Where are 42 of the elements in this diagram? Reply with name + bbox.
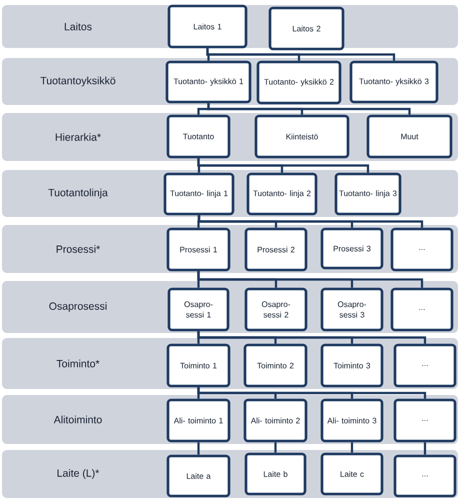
hierarchy-box: Laite b	[244, 452, 306, 496]
hierarchy-box: Osapro- sessi 2	[244, 288, 308, 332]
connector-line	[197, 442, 200, 455]
hierarchy-box: Toiminto 1	[166, 344, 230, 388]
connector-line	[197, 271, 424, 288]
connector-line	[207, 103, 411, 115]
hierarchy-box: Laite a	[166, 454, 230, 498]
hierarchy-box: Ali- toiminto 2	[244, 398, 308, 442]
connector-line	[198, 215, 424, 228]
connector-line	[350, 442, 354, 453]
hierarchy-box: ...	[394, 454, 456, 498]
hierarchy-box: Tuotanto- yksikkö 2	[256, 60, 342, 104]
connector-line	[197, 387, 426, 399]
connector-line	[197, 331, 426, 344]
hierarchy-box: Prosessi 1	[166, 228, 230, 272]
hierarchy-box: ...	[390, 288, 454, 332]
connector-line	[206, 48, 396, 61]
hierarchy-box: Laitos 2	[268, 6, 344, 50]
hierarchy-box: Ali- toiminto 3	[320, 398, 384, 442]
connector-line	[197, 158, 370, 173]
hierarchy-box: Tuotanto- linja 1	[164, 172, 234, 216]
hierarchy-box: ...	[394, 344, 456, 388]
hierarchy-box: Ali- toiminto 1	[166, 398, 230, 442]
hierarchy-box: ...	[394, 398, 456, 442]
hierarchy-box: Tuotanto	[166, 114, 230, 158]
hierarchy-box: Prosessi 3	[320, 228, 384, 270]
connector-line	[274, 442, 277, 453]
hierarchy-box: Laitos 1	[168, 4, 248, 48]
hierarchy-box: Kiinteistö	[254, 114, 350, 158]
hierarchy-box: Laite c	[320, 452, 384, 496]
hierarchy-box: Tuotanto- yksikkö 1	[166, 60, 252, 104]
hierarchy-box: ...	[390, 228, 454, 272]
hierarchy-box: Tuotanto- linja 3	[334, 172, 402, 216]
hierarchy-box: Muut	[366, 114, 452, 158]
hierarchy-box: Prosessi 2	[244, 228, 308, 272]
hierarchy-box: Osapro- sessi 3	[320, 288, 384, 332]
hierarchy-box: Toiminto 3	[320, 344, 384, 388]
hierarchy-box: Osapro- sessi 1	[168, 288, 230, 332]
hierarchy-box: Toiminto 2	[244, 344, 308, 388]
connector-line	[424, 442, 426, 455]
hierarchy-box: Tuotanto- yksikkö 3	[350, 60, 438, 104]
hierarchy-box: Tuotanto- linja 2	[246, 172, 318, 216]
